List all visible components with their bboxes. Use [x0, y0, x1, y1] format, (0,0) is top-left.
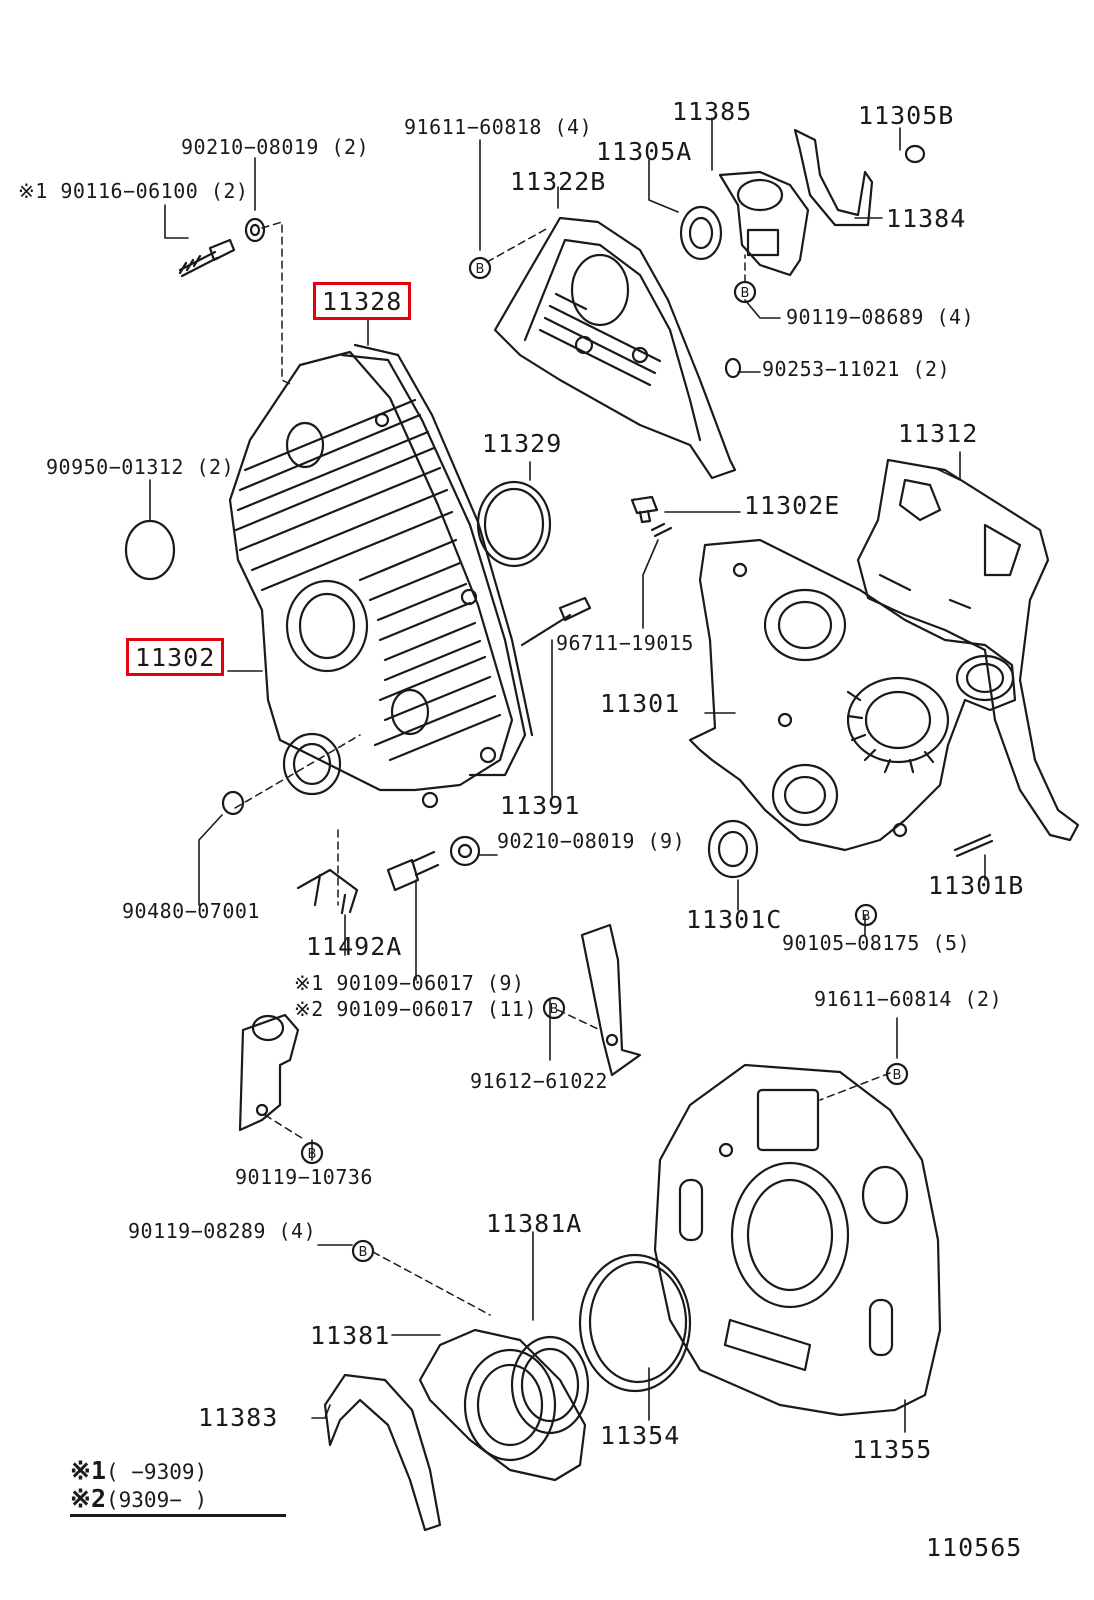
case-gasket — [856, 458, 1080, 842]
part-label-11384: 11384 — [886, 204, 967, 233]
part-label-11301b: 11301B — [928, 871, 1025, 900]
legend-mark-2: ※2 — [70, 1484, 106, 1513]
retainer-gasket — [323, 1373, 442, 1532]
sensor — [520, 596, 592, 647]
stud-bolt — [178, 238, 236, 278]
legend-row-1: ※1( −9309) — [70, 1458, 207, 1485]
dashed-assembly-lines — [234, 221, 891, 1316]
part-label-91611-60814: 91611−60814 (2) — [814, 987, 1003, 1011]
part-label-11301: 11301 — [600, 689, 681, 718]
oil-seal-small — [679, 205, 723, 261]
svg-text:B: B — [476, 262, 485, 277]
part-label-11492a: 11492A — [306, 932, 403, 961]
part-label-11312: 11312 — [898, 419, 979, 448]
part-label-11322b: 11322B — [510, 167, 607, 196]
bolt-markers — [300, 256, 909, 1263]
oil-filler-cap — [630, 495, 659, 524]
part-label-11328-highlighted[interactable]: 11328 — [313, 282, 412, 320]
part-label-90109-06017-9: ※1 90109−06017 (9) — [294, 971, 525, 995]
svg-text:B: B — [359, 1245, 368, 1260]
diagram-number: 110565 — [926, 1533, 1023, 1562]
part-label-11329: 11329 — [482, 429, 563, 458]
part-label-11305a: 11305A — [596, 137, 693, 166]
part-label-91611-60818: 91611−60818 (4) — [404, 115, 593, 139]
part-label-90109-06017-11: ※2 90109−06017 (11) — [294, 997, 537, 1021]
part-label-90480-07001: 90480−07001 — [122, 899, 260, 923]
bolt-marker-letters: B B B B B B B — [308, 262, 902, 1260]
timing-cover-main — [228, 343, 534, 809]
svg-text:B: B — [308, 1147, 317, 1162]
legend-range-2: (9309− ) — [106, 1488, 208, 1512]
part-label-11391: 11391 — [500, 791, 581, 820]
part-label-11301c: 11301C — [686, 905, 783, 934]
oil-seal-retainer — [418, 1328, 587, 1482]
lower-bracket-left — [238, 1013, 300, 1132]
part-label-91612-61022: 91612−61022 — [470, 1069, 608, 1093]
part-label-11385: 11385 — [672, 97, 753, 126]
retainer-seal — [510, 1335, 590, 1435]
part-label-90119-08289: 90119−08289 (4) — [128, 1219, 317, 1243]
part-label-90210-08019-2: 90210−08019 (2) — [181, 135, 370, 159]
idler-bracket — [718, 170, 810, 277]
part-label-11381: 11381 — [310, 1321, 391, 1350]
legend-underline — [70, 1514, 286, 1517]
svg-text:B: B — [893, 1068, 902, 1083]
part-label-11302-highlighted[interactable]: 11302 — [126, 638, 225, 676]
legend-mark-1: ※1 — [70, 1456, 106, 1485]
svg-text:B: B — [550, 1002, 559, 1017]
rear-oil-seal — [578, 1253, 692, 1393]
clip — [296, 868, 359, 915]
part-label-90119-10736: 90119−10736 — [235, 1165, 373, 1189]
part-label-90105-08175: 90105−08175 (5) — [782, 931, 971, 955]
part-label-11302e: 11302E — [744, 491, 841, 520]
part-label-11354: 11354 — [600, 1421, 681, 1450]
part-label-11355: 11355 — [852, 1435, 933, 1464]
part-label-90116-06100: ※1 90116−06100 (2) — [18, 179, 249, 203]
oil-seal — [707, 819, 759, 879]
lower-bracket-right — [580, 923, 642, 1077]
rear-end-plate — [653, 1063, 942, 1417]
part-label-90210-08019-9: 90210−08019 (9) — [497, 829, 686, 853]
part-label-11381a: 11381A — [486, 1209, 583, 1238]
plug — [904, 144, 926, 164]
legend-row-2: ※2(9309− ) — [70, 1486, 207, 1513]
part-label-90950-01312: 90950−01312 (2) — [46, 455, 235, 479]
legend-range-1: ( −9309) — [106, 1460, 208, 1484]
timing-case-housing — [688, 538, 1017, 852]
part-label-90253-11021: 90253−11021 (2) — [762, 357, 951, 381]
svg-text:B: B — [741, 286, 750, 301]
svg-text:B: B — [862, 909, 871, 924]
part-label-11383: 11383 — [198, 1403, 279, 1432]
hole-plug — [124, 519, 176, 581]
nut — [244, 217, 266, 243]
part-label-96711-19015: 96711−19015 — [556, 631, 694, 655]
part-label-11305b: 11305B — [858, 101, 955, 130]
part-label-90119-08689: 90119−08689 (4) — [786, 305, 975, 329]
bolt — [386, 850, 440, 892]
timing-cover-upper — [493, 216, 737, 480]
bracket-11384 — [793, 128, 874, 227]
gasket-ring — [476, 480, 552, 568]
